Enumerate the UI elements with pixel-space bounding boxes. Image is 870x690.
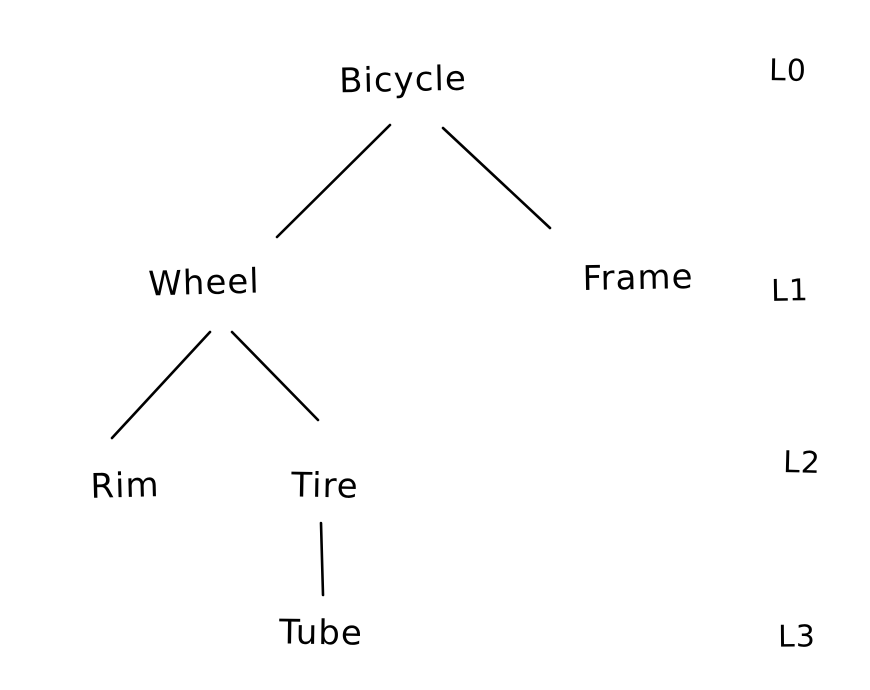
edge-bicycle-wheel [275,123,392,239]
level-label-l1: L1 [770,273,810,309]
tree-node-tube: Tube [278,612,364,654]
edge-wheel-rim [110,330,212,440]
level-label-l0: L0 [768,53,808,89]
level-label-l2: L2 [782,445,822,481]
edge-wheel-tire [230,330,320,422]
tree-node-wheel: Wheel [147,261,261,305]
edge-tire-tube [319,521,325,597]
tree-node-rim: Rim [89,465,161,507]
level-label-l3: L3 [777,619,817,655]
edge-bicycle-frame [441,126,552,230]
tree-node-tire: Tire [290,465,360,507]
tree-node-bicycle: Bicycle [338,58,468,102]
tree-node-frame: Frame [582,257,694,299]
